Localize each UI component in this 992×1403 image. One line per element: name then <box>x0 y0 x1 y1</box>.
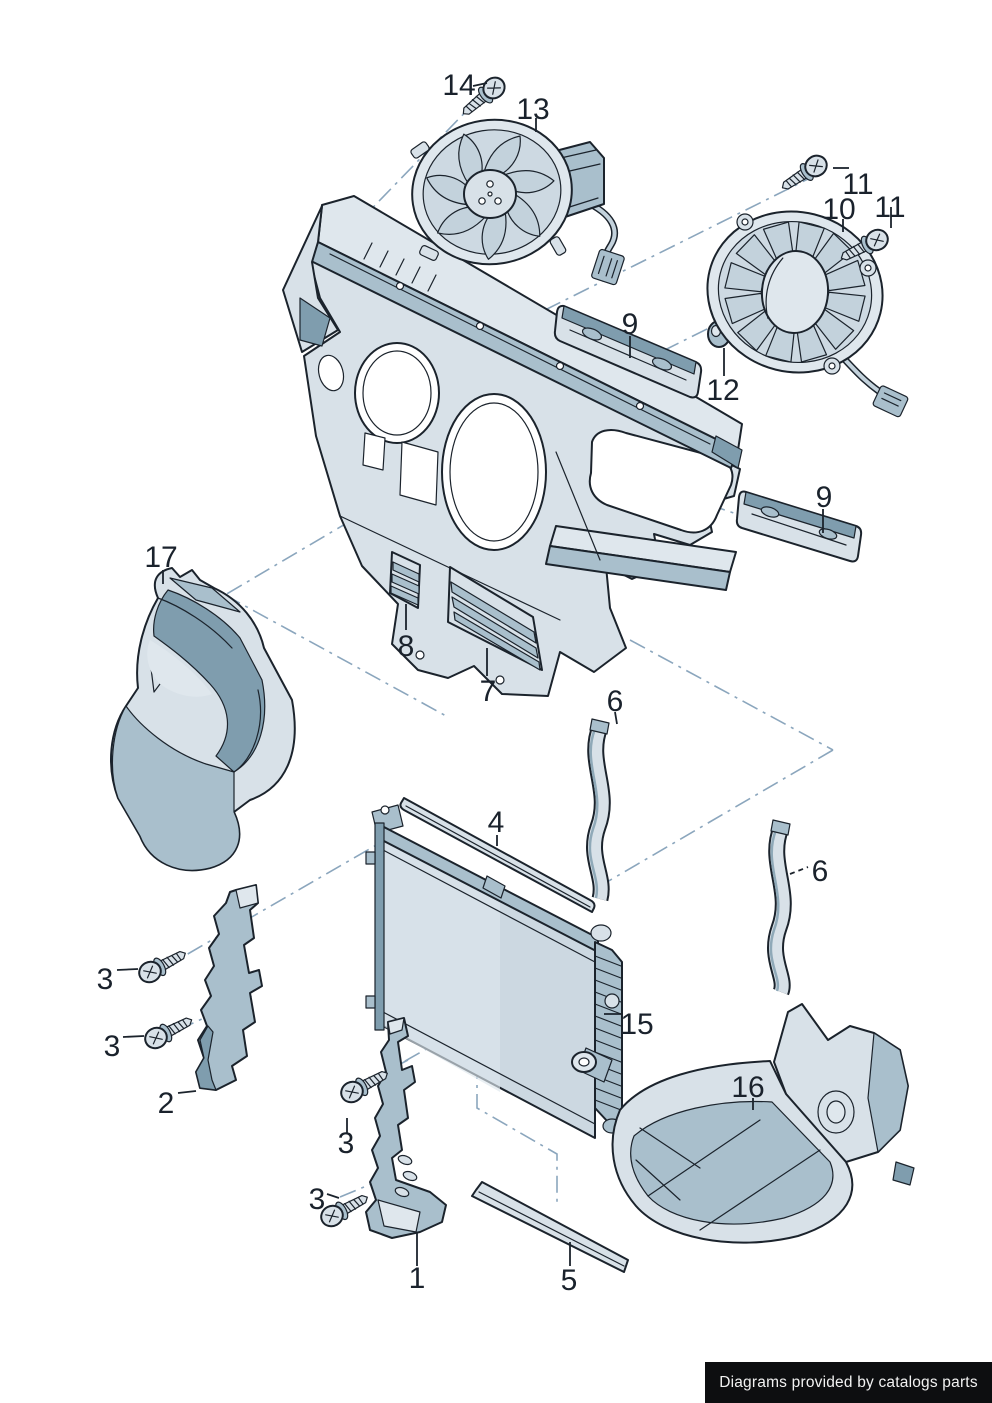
callout-9-a: 9 <box>621 308 639 341</box>
air-vane-grille-7 <box>447 566 543 671</box>
callout-13: 13 <box>516 93 550 126</box>
retaining-strip-9-upper <box>553 304 703 399</box>
screw-3-a <box>134 943 192 987</box>
callout-9-b: 9 <box>815 481 833 514</box>
callout-3-c: 3 <box>337 1127 355 1160</box>
screw-3-b <box>140 1009 198 1053</box>
air-duct-16 <box>611 1003 915 1244</box>
vent-grille-8 <box>389 551 421 609</box>
callout-10: 10 <box>822 193 856 226</box>
seal-strip-4 <box>399 797 596 913</box>
callout-4: 4 <box>487 806 505 839</box>
headlight-opening <box>588 429 734 534</box>
seal-strip-6-left <box>586 718 611 902</box>
radiator-support-panel <box>282 195 743 697</box>
callout-3-a: 3 <box>96 963 114 996</box>
cooling-fan-10 <box>706 210 909 418</box>
callout-2: 2 <box>157 1087 175 1120</box>
callout-6-b: 6 <box>811 855 829 888</box>
cooling-fan-13 <box>410 118 625 286</box>
callout-3-b: 3 <box>103 1030 121 1063</box>
callout-11-a: 11 <box>842 168 874 201</box>
callout-16: 16 <box>731 1071 765 1104</box>
callout-7: 7 <box>479 675 497 708</box>
radiator-15 <box>365 804 623 1139</box>
pointer-lines <box>116 82 892 1266</box>
callout-11-b: 11 <box>874 191 906 224</box>
callout-3-d: 3 <box>308 1183 326 1216</box>
callout-12: 12 <box>706 374 740 407</box>
screw-11-upper <box>776 150 832 198</box>
fan-13-connector <box>591 248 625 286</box>
air-duct-17 <box>110 567 296 872</box>
footer-text: Diagrams provided by catalogs parts <box>719 1373 978 1391</box>
seal-strip-5 <box>471 1181 629 1273</box>
side-bracket-2 <box>195 884 263 1091</box>
seal-strip-6-right <box>767 819 792 996</box>
callout-8: 8 <box>397 630 415 663</box>
retaining-strip-9-lower <box>735 490 863 563</box>
callout-5: 5 <box>560 1264 578 1297</box>
callout-1: 1 <box>408 1262 426 1295</box>
footer-banner: Diagrams provided by catalogs parts <box>705 1362 992 1403</box>
callout-14: 14 <box>442 69 476 102</box>
fan-opening-left <box>354 342 440 444</box>
callout-17: 17 <box>144 541 178 574</box>
callout-15: 15 <box>620 1008 654 1041</box>
callout-6-a: 6 <box>606 685 624 718</box>
fan-opening-right <box>441 393 547 551</box>
fan-10-connector <box>872 385 909 418</box>
